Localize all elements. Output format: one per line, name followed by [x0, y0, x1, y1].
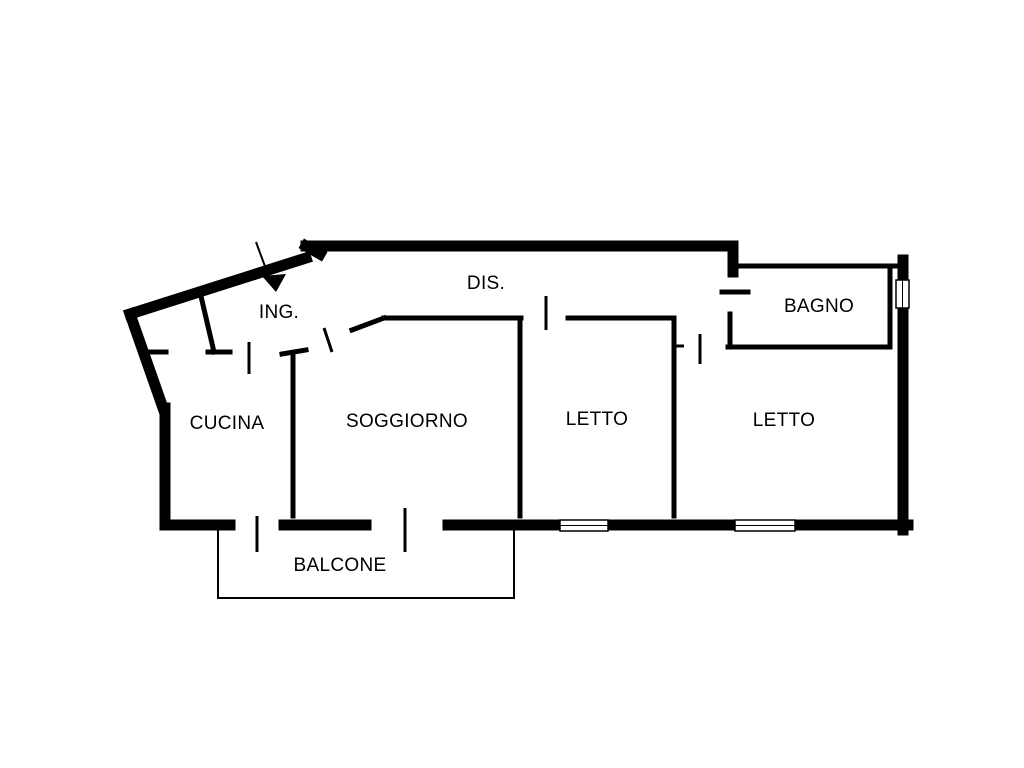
wall-left-angled — [122, 306, 171, 416]
interior-walls — [147, 263, 893, 519]
wall-diagonal — [123, 251, 313, 321]
label-cucina: CUCINA — [190, 413, 265, 434]
label-soggiorno: SOGGIORNO — [346, 411, 468, 432]
wall-kitchen-living-stub — [279, 347, 309, 357]
label-balcone: BALCONE — [294, 555, 387, 576]
wall-living-top-angled — [348, 314, 388, 334]
label-disimpegno: DIS. — [467, 273, 505, 294]
label-ingresso: ING. — [259, 302, 299, 323]
room-labels: ING. DIS. BAGNO CUCINA SOGGIORNO LETTO L… — [190, 273, 854, 576]
label-bagno: BAGNO — [784, 296, 854, 317]
label-letto-2: LETTO — [753, 410, 815, 431]
balcony-outline — [217, 529, 515, 599]
wall-diagonal-join — [298, 238, 328, 262]
door-living — [322, 327, 334, 353]
doors — [247, 296, 702, 552]
windows — [559, 279, 910, 532]
label-letto-1: LETTO — [566, 409, 628, 430]
wall-kitchen-partition — [196, 288, 218, 356]
entrance-arrow-icon — [255, 241, 286, 292]
